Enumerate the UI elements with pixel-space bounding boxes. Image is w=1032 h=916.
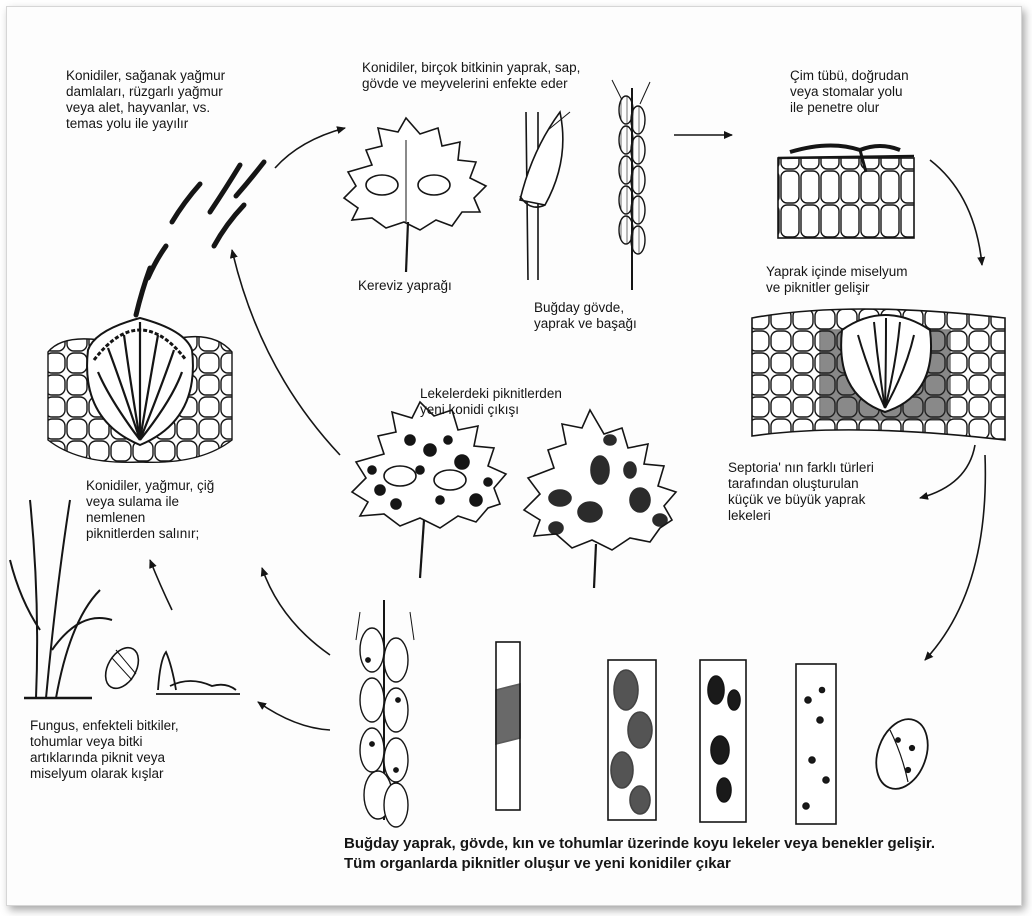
label-line: veya sulama ile [86,494,214,510]
wheat-stem-top [520,112,570,280]
epidermis-penetration [778,145,914,238]
label-line: piknitlerden salınır; [86,526,214,542]
label-line: veya stomalar yolu [790,84,909,100]
wheat-ear-top [612,80,650,290]
label-line: Fungus, enfekteli bitkiler, [30,718,179,734]
label-line: Çim tübü, doğrudan [790,68,909,84]
label-line: artıklarında piknit veya [30,750,179,766]
leaf-blade-infected-3 [796,664,836,824]
label-line: veya alet, hayvanlar, vs. [66,100,225,116]
label-line: Lekelerdeki piknitlerden [420,386,562,402]
arrow-mycelium-to-bottom [925,455,985,660]
arrow-bottom-to-release [262,568,330,655]
arrow-mycelium-to-spots [920,445,975,498]
label-spore-dispersal: Konidiler, sağanak yağmur damlaları, rüz… [66,68,225,132]
celery-leaf-spotted-2 [524,410,676,588]
arrow-penetration-to-mycelium [930,160,982,265]
arrow-center-to-left [232,250,340,455]
label-line: tarafından oluşturulan [728,476,874,492]
label-line: Septoria' nın farklı türleri [728,460,874,476]
label-bottom-caption: Buğday yaprak, gövde, kın ve tohumlar üz… [344,834,935,874]
arrow-bottom-to-overwinter [258,702,330,730]
arrow-spores-to-hosts [275,128,345,168]
label-line: Buğday yaprak, gövde, kın ve tohumlar üz… [344,834,935,854]
label-line: lekeleri [728,508,874,524]
celery-leaf-spotted-1 [352,402,506,578]
celery-leaf-healthy [344,118,486,272]
seed-infected [867,712,937,796]
seed-left [99,642,145,694]
label-line: yeni konidi çıkışı [420,402,562,418]
label-line: yaprak ve başağı [534,316,637,332]
label-line: Kereviz yaprağı [358,278,452,294]
label-line: Konidiler, yağmur, çiğ [86,478,214,494]
label-line: nemlenen [86,510,214,526]
label-new-conidia: Lekelerdeki piknitlerden yeni konidi çık… [420,386,562,418]
label-wheat-parts: Buğday gövde, yaprak ve başağı [534,300,637,332]
label-celery-leaf: Kereviz yaprağı [358,278,452,294]
leaf-blade-infected-2 [700,660,746,822]
label-line: Konidiler, sağanak yağmur [66,68,225,84]
label-line: ile penetre olur [790,100,909,116]
label-line: Tüm organlarda piknitler oluşur ve yeni … [344,854,935,874]
arrow-overwinter-to-release [150,560,172,610]
flying-conidia [136,162,264,315]
label-infection-hosts: Konidiler, birçok bitkinin yaprak, sap, … [362,60,580,92]
label-line: miselyum olarak kışlar [30,766,179,782]
label-conidia-release: Konidiler, yağmur, çiğ veya sulama ile n… [86,478,214,542]
leaf-blade-infected-1 [608,660,656,820]
label-line: Buğday gövde, [534,300,637,316]
label-line: damlaları, rüzgarlı yağmur [66,84,225,100]
label-line: gövde ve meyvelerini enfekte eder [362,76,580,92]
label-line: Yaprak içinde miselyum [766,264,908,280]
leaf-section-mycelium [752,309,1005,440]
wheat-stem-infected [496,642,520,810]
label-line: Konidiler, birçok bitkinin yaprak, sap, [362,60,580,76]
plant-debris [156,652,240,694]
label-germ-tube: Çim tübü, doğrudan veya stomalar yolu il… [790,68,909,116]
label-line: temas yolu ile yayılır [66,116,225,132]
label-line: küçük ve büyük yaprak [728,492,874,508]
pycnidium-left [48,318,232,462]
label-overwintering: Fungus, enfekteli bitkiler, tohumlar vey… [30,718,179,782]
label-line: ve piknitler gelişir [766,280,908,296]
label-mycelium: Yaprak içinde miselyum ve piknitler geli… [766,264,908,296]
label-line: tohumlar veya bitki [30,734,179,750]
label-leaf-spots: Septoria' nın farklı türleri tarafından … [728,460,874,524]
wheat-ear-infected [356,600,414,827]
